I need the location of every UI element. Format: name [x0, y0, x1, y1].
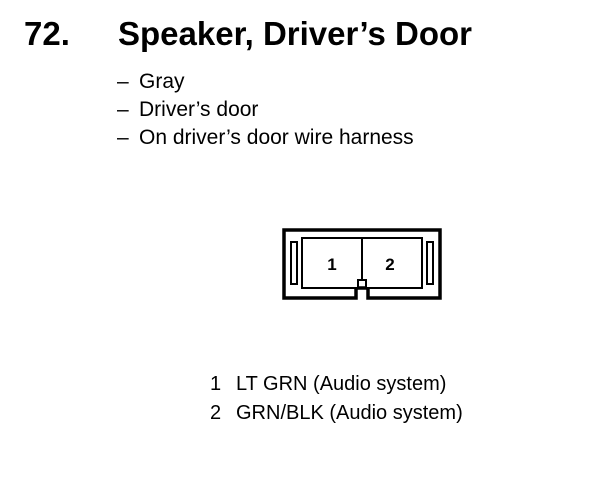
pin-description: GRN/BLK (Audio system): [236, 402, 463, 424]
terminal-1-label: 1: [327, 255, 336, 274]
detail-color: –Gray: [117, 68, 414, 96]
terminal-2-label: 2: [385, 255, 394, 274]
component-details: –Gray –Driver’s door –On driver’s door w…: [117, 68, 414, 152]
left-lock-tab: [290, 241, 298, 285]
pin-list: 1 LT GRN (Audio system) 2 GRN/BLK (Audio s…: [210, 370, 463, 428]
section-number: 72.: [24, 15, 70, 52]
pin-number: 1: [210, 373, 222, 395]
detail-dash: –: [117, 126, 129, 149]
detail-location-text: Driver’s door: [139, 98, 259, 121]
detail-location: –Driver’s door: [117, 96, 414, 124]
detail-harness-text: On driver’s door wire harness: [139, 126, 414, 149]
pin-row: 2 GRN/BLK (Audio system): [210, 399, 463, 428]
detail-dash: –: [117, 70, 129, 93]
pin-description: LT GRN (Audio system): [236, 373, 447, 395]
section-title: Speaker, Driver’s Door: [118, 15, 473, 52]
detail-dash: –: [117, 98, 129, 121]
connector-diagram: 1 2: [282, 228, 442, 300]
pin-number: 2: [210, 402, 222, 424]
pin-row: 1 LT GRN (Audio system): [210, 370, 463, 399]
right-lock-tab: [426, 241, 434, 285]
detail-color-text: Gray: [139, 70, 185, 93]
detail-harness: –On driver’s door wire harness: [117, 124, 414, 152]
